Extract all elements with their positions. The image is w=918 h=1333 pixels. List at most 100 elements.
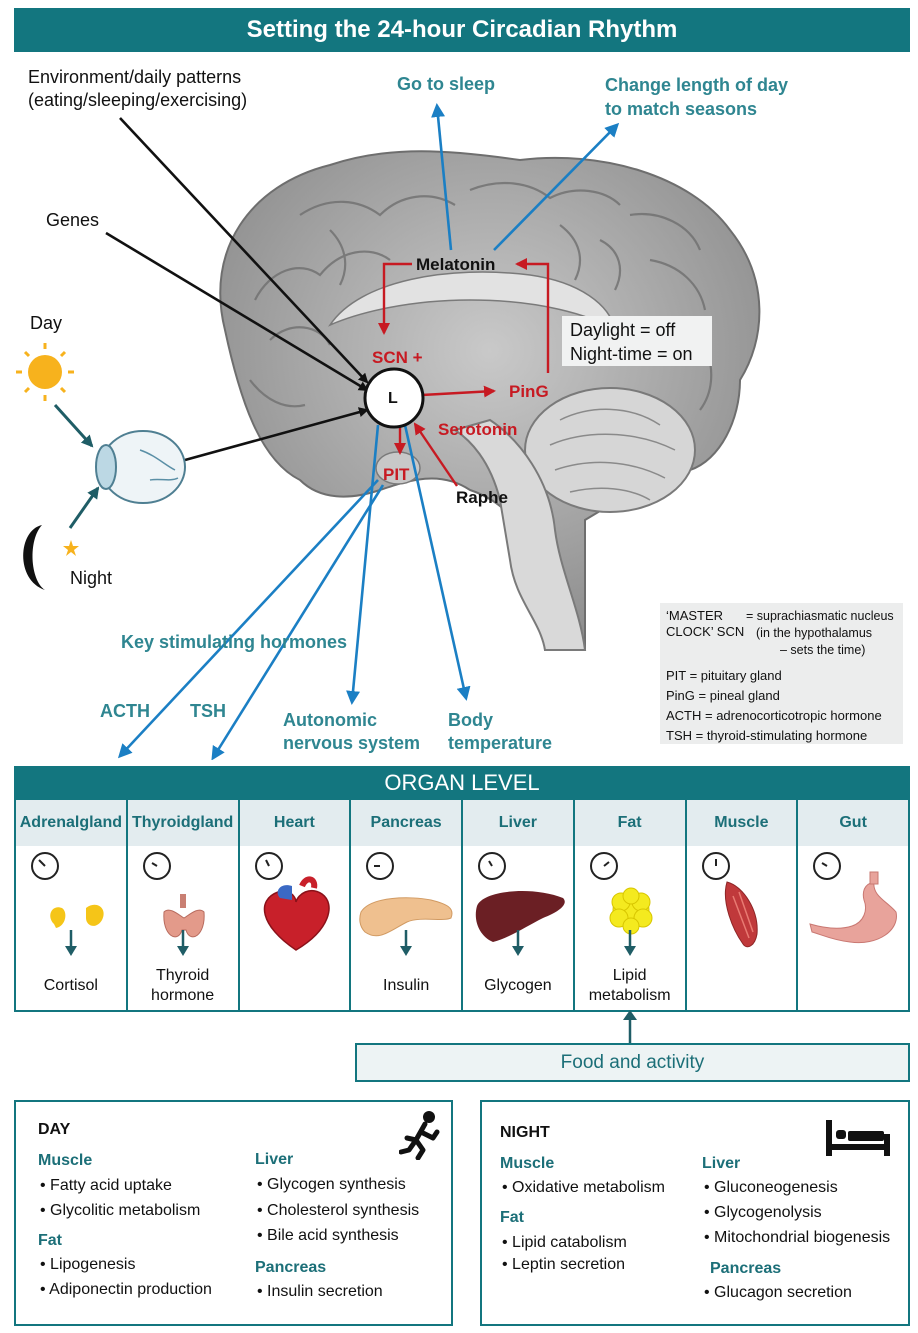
down-arrow	[400, 930, 413, 956]
clock-icon	[701, 852, 730, 880]
night-label: Night	[70, 568, 113, 588]
tsh-label: TSH	[190, 701, 226, 721]
list-item: • Insulin secretion	[257, 1283, 383, 1300]
pit-label: PIT	[383, 465, 410, 484]
page-title: Setting the 24-hour Circadian Rhythm	[14, 8, 910, 52]
season-label: Change length of day to match seasons	[605, 75, 789, 119]
organ-level-header: ORGAN LEVEL	[14, 766, 910, 800]
clock-icon	[366, 852, 395, 880]
down-arrow	[511, 930, 524, 956]
night-pancreas-title: Pancreas	[710, 1260, 782, 1277]
running-person-icon	[399, 1111, 440, 1160]
night-fat-title: Fat	[500, 1209, 524, 1226]
raphe-label: Raphe	[456, 488, 508, 507]
list-item: • Fatty acid uptake	[40, 1177, 172, 1194]
day-muscle-title: Muscle	[38, 1152, 93, 1169]
brain-diagram	[16, 103, 761, 760]
legend-row: PIT = pituitary gland	[666, 668, 782, 683]
day-fat-title: Fat	[38, 1232, 62, 1249]
arrow-clock-to-ping	[421, 385, 496, 398]
pancreas-icon	[359, 852, 453, 937]
clock-icon	[142, 852, 171, 880]
arrow-tsh	[211, 484, 385, 760]
arrow-day-to-eye	[53, 403, 94, 448]
clock-icon	[254, 852, 283, 880]
organ-column-gut: Gut	[798, 800, 908, 1010]
sun-icon	[16, 343, 74, 401]
organ-name: Fat	[574, 800, 685, 846]
list-item: • Lipid catabolism	[502, 1234, 627, 1251]
arrow-environment	[119, 117, 369, 384]
go-to-sleep-label: Go to sleep	[397, 74, 496, 94]
organ-name: Pancreas	[351, 800, 461, 846]
arrow-melatonin-to-scn	[378, 262, 412, 335]
clock-label: L	[388, 390, 398, 407]
day-pancreas-title: Pancreas	[255, 1259, 327, 1276]
heart-icon	[254, 852, 330, 951]
clock-icon	[589, 852, 618, 880]
organ-name: Liver	[463, 800, 573, 846]
list-item: • Glycogen synthesis	[257, 1176, 406, 1193]
key-hormones-label: Key stimulating hormones	[121, 632, 348, 652]
melatonin-label: Melatonin	[416, 255, 496, 274]
light-effect-box: Daylight = off Night-time = on	[562, 316, 712, 366]
eye-icon	[95, 430, 186, 504]
genes-label: Genes	[46, 210, 100, 230]
day-label: Day	[30, 313, 63, 333]
ping-label: PinG	[509, 382, 549, 401]
ans-label: Autonomic nervous system	[283, 710, 421, 753]
arrow-body-temp	[403, 424, 471, 701]
night-title: NIGHT	[500, 1124, 550, 1141]
down-arrow	[64, 930, 77, 956]
legend-row: ACTH = adrenocorticotropic hormone	[666, 708, 882, 723]
down-arrow	[623, 930, 636, 956]
legend-row: PinG = pineal gland	[666, 688, 780, 703]
body-temp-label: Body temperature	[448, 710, 553, 753]
organ-column-muscle: Muscle	[686, 800, 799, 1010]
arrow-acth	[117, 479, 379, 759]
master-clock-node	[363, 367, 425, 429]
organ-name: Gut	[798, 800, 908, 846]
night-panel: NIGHT Muscle • Oxidative metabolism Fat …	[480, 1100, 910, 1326]
serotonin-label: Serotonin	[438, 420, 518, 439]
scn-label: SCN +	[372, 348, 423, 367]
liver-icon	[475, 852, 565, 942]
nighttime-text: Night-time = on	[570, 344, 693, 364]
list-item: • Mitochondrial biogenesis	[704, 1229, 891, 1246]
acth-label: ACTH	[100, 701, 150, 721]
fat-icon	[589, 852, 653, 935]
food-arrow	[623, 1010, 637, 1044]
organ-output: Insulin	[383, 977, 430, 994]
abbreviation-legend: ‘MASTER CLOCK’ SCN = suprachiasmatic nuc…	[660, 603, 903, 744]
output-arrows	[117, 103, 620, 760]
organ-output: Cortisol	[43, 977, 98, 994]
input-arrows	[105, 117, 369, 462]
day-panel: DAY Muscle • Fatty acid uptake • Glycoli…	[14, 1100, 453, 1326]
brain-illustration	[219, 150, 761, 651]
list-item: • Glycolitic metabolism	[40, 1202, 201, 1219]
internal-arrows	[378, 258, 550, 487]
list-item: • Cholesterol synthesis	[257, 1202, 420, 1219]
arrow-go-to-sleep	[431, 103, 453, 251]
organ-output: Glycogen	[484, 977, 552, 994]
day-title: DAY	[38, 1121, 71, 1138]
muscle-icon	[701, 852, 758, 948]
list-item: • Glucagon secretion	[704, 1284, 852, 1301]
list-item: • Bile acid synthesis	[257, 1227, 399, 1244]
moon-icon	[23, 525, 79, 590]
arrow-raphe-to-clock	[413, 422, 458, 487]
list-item: • Oxidative metabolism	[502, 1179, 665, 1196]
list-item: • Gluconeogenesis	[704, 1179, 838, 1196]
thyroid-icon	[142, 852, 205, 938]
clock-icon	[813, 852, 842, 880]
daylight-text: Daylight = off	[570, 320, 676, 340]
